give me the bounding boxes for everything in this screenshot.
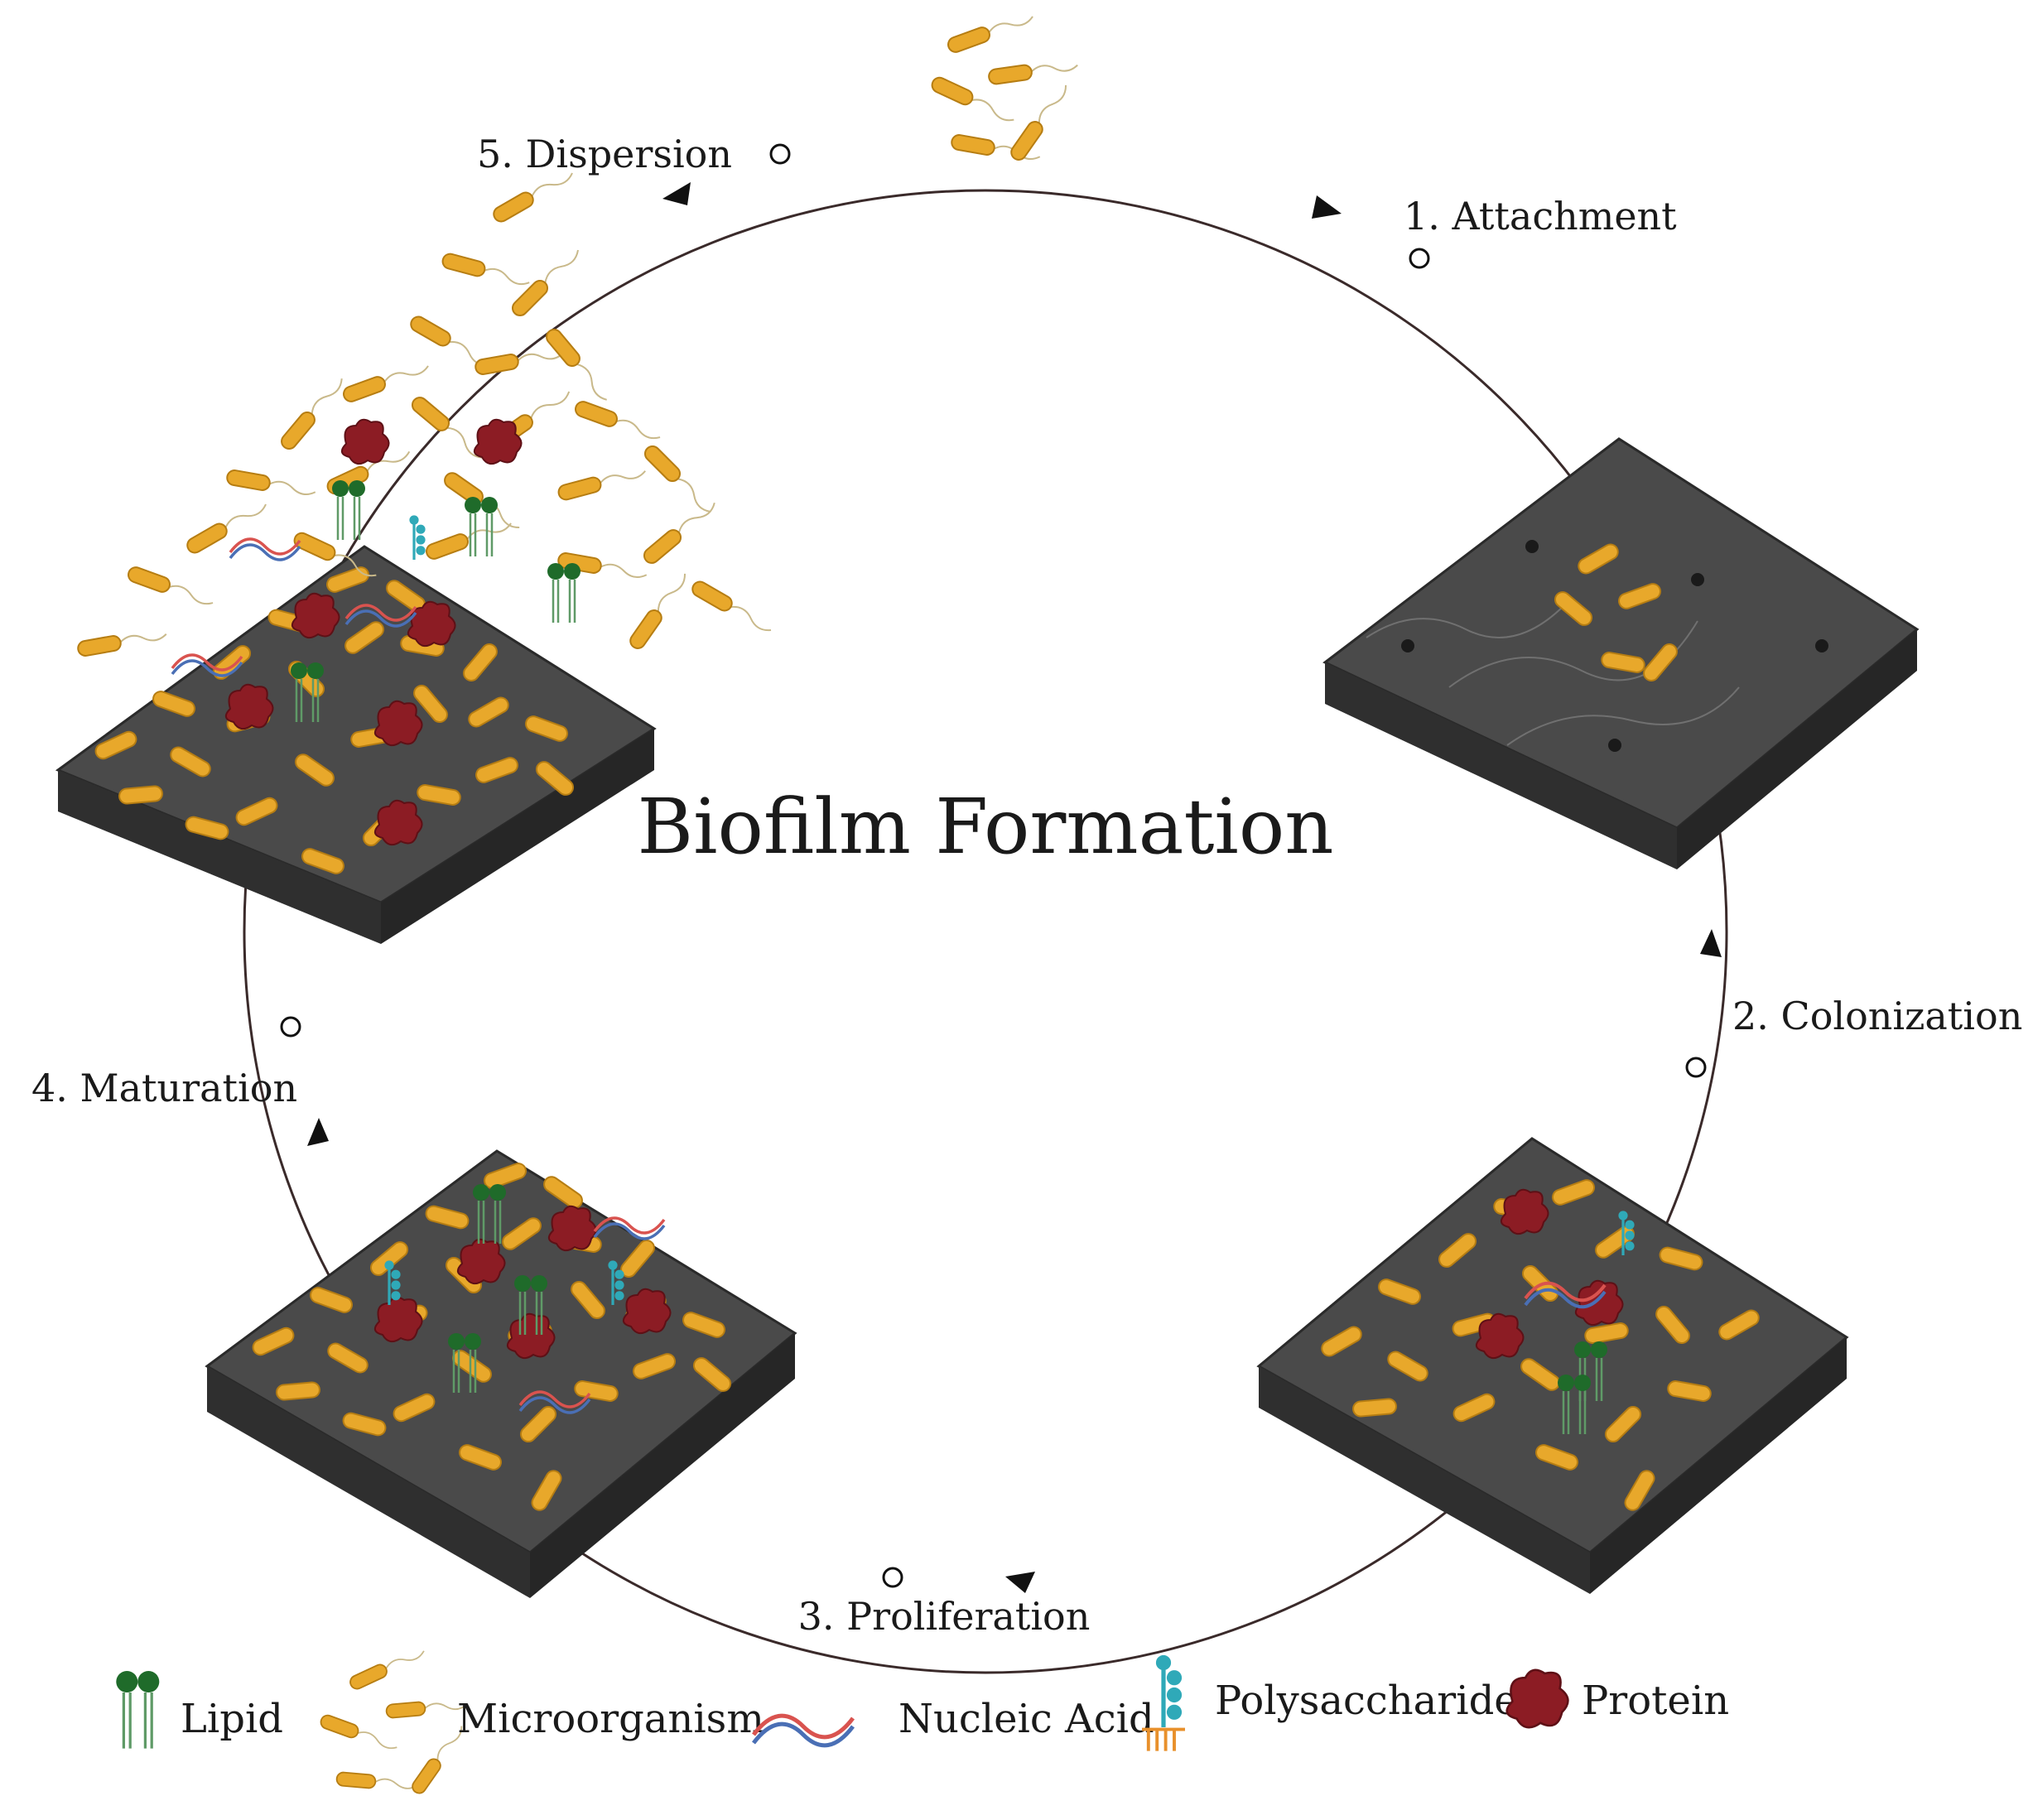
arrow-to-attachment xyxy=(1312,195,1342,219)
legend-label-nucleic-acid: Nucleic Acid xyxy=(898,1696,1154,1742)
step-label-proliferation: 3. Proliferation xyxy=(798,1594,1091,1639)
microorganism-icon xyxy=(318,1644,469,1797)
marker-colonization xyxy=(1685,1057,1707,1078)
cycle-arrows xyxy=(307,182,1722,1593)
step-label-colonization: 2. Colonization xyxy=(1732,994,2022,1038)
surface-proliferation xyxy=(205,1149,797,1598)
marker-maturation xyxy=(280,1016,301,1038)
marker-dispersion xyxy=(769,143,791,165)
step-label-attachment: 1. Attachment xyxy=(1404,194,1677,238)
cycle-ring xyxy=(243,189,1728,1674)
surface-colonization xyxy=(1256,1137,1849,1594)
marker-proliferation xyxy=(882,1567,903,1588)
surface-maturation xyxy=(55,166,776,944)
free-bacteria xyxy=(928,8,1080,166)
cycle-markers xyxy=(280,143,1707,1588)
legend-label-microorganism: Microorganism xyxy=(457,1696,764,1742)
legend-label-polysaccharide: Polysaccharide xyxy=(1215,1678,1518,1724)
surface-attachment xyxy=(1322,437,1920,869)
polysaccharide-icon xyxy=(1142,1654,1185,1751)
legend-label-protein: Protein xyxy=(1582,1678,1729,1724)
legend: Lipid Microorganism Nucleic Acid Polysac… xyxy=(114,1644,1729,1797)
nucleic-acid-icon xyxy=(754,1716,853,1745)
arrow-to-proliferation xyxy=(1005,1572,1035,1593)
step-label-dispersion: 5. Dispersion xyxy=(477,132,732,176)
dispersing-bacteria xyxy=(75,166,776,658)
diagram-title: Biofilm Formation xyxy=(638,782,1334,871)
lipid-icon xyxy=(114,1669,161,1750)
arrow-to-dispersion xyxy=(662,182,691,205)
marker-attachment xyxy=(1409,248,1430,269)
step-label-maturation: 4. Maturation xyxy=(31,1066,297,1110)
arrow-to-maturation xyxy=(307,1118,329,1146)
arrow-to-colonization xyxy=(1700,929,1722,957)
legend-label-lipid: Lipid xyxy=(181,1696,283,1742)
